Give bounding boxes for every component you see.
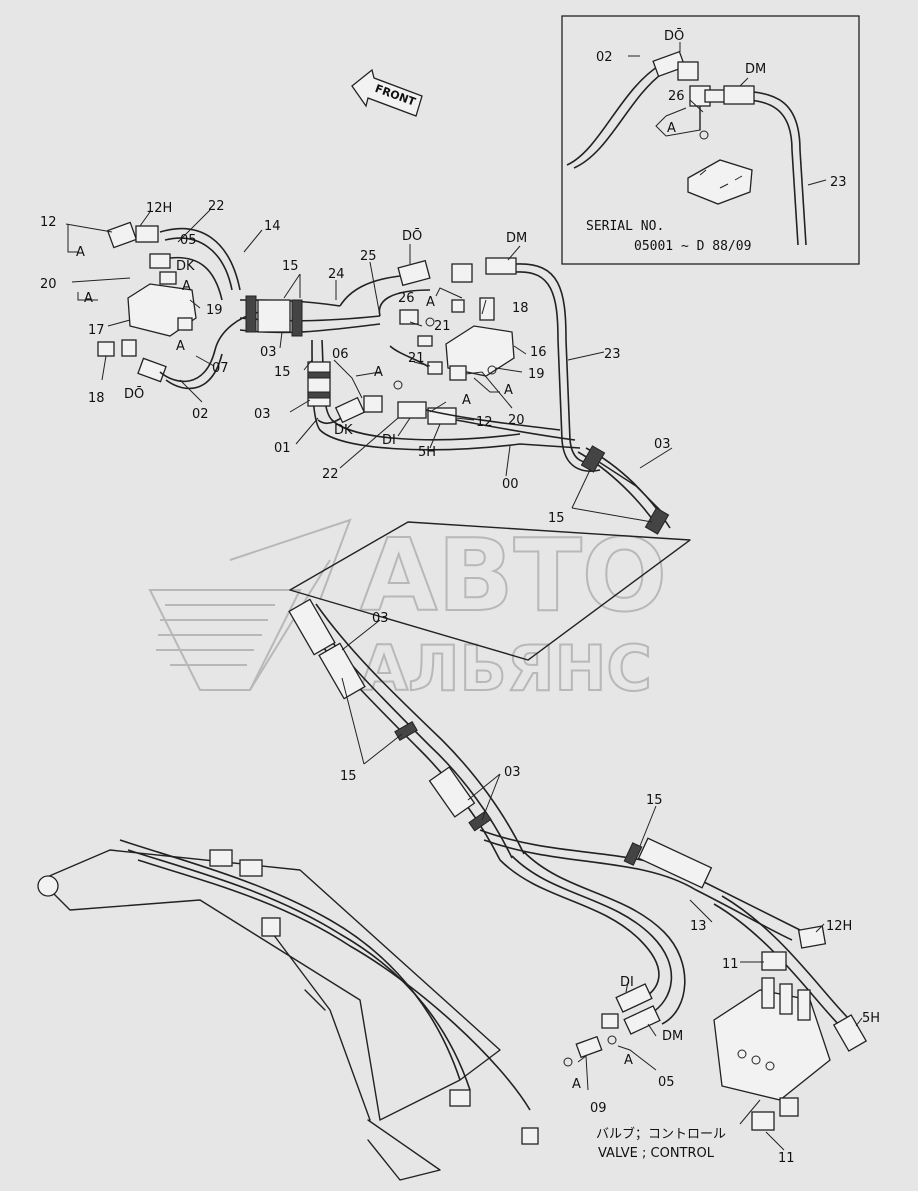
label-19-center: 19 xyxy=(528,367,545,382)
label-dk-upper: DK xyxy=(176,259,195,274)
inset-label-a: A xyxy=(667,121,676,136)
caption-english: VALVE ; CONTROL xyxy=(598,1146,715,1161)
label-15-lower: 15 xyxy=(646,793,663,808)
label-di-upper: DI xyxy=(382,433,396,448)
part-labels: 12 12H 22 14 05 DK A 20 A A 19 17 A 07 1… xyxy=(40,199,880,1166)
label-a-1: A xyxy=(76,245,85,260)
label-a-8: A xyxy=(462,393,471,408)
label-23: 23 xyxy=(604,347,621,362)
label-11-lower: 11 xyxy=(778,1151,795,1166)
label-a-10: A xyxy=(572,1077,581,1092)
label-12-upper: 12 xyxy=(40,215,57,230)
label-dm-lower: DM xyxy=(662,1029,683,1044)
label-21-a: 21 xyxy=(434,319,451,334)
label-14: 14 xyxy=(264,219,281,234)
label-15-upper: 15 xyxy=(282,259,299,274)
label-03-left: 03 xyxy=(254,407,271,422)
label-17: 17 xyxy=(88,323,105,338)
inset-label-02: 02 xyxy=(596,50,613,65)
label-00: 00 xyxy=(502,477,519,492)
label-11-upper: 11 xyxy=(722,957,739,972)
label-12h-lower: 12H xyxy=(826,919,852,934)
label-dk-center: DK xyxy=(334,423,353,438)
label-24: 24 xyxy=(328,267,345,282)
label-18-left: 18 xyxy=(88,391,105,406)
label-01: 01 xyxy=(274,441,291,456)
inset-frame xyxy=(561,15,860,265)
label-5h-lower: 5H xyxy=(862,1011,880,1026)
label-03-right: 03 xyxy=(654,437,671,452)
inset-label-dm: DM xyxy=(745,62,766,77)
label-22-upper: 22 xyxy=(208,199,225,214)
label-15-left: 15 xyxy=(274,365,291,380)
watermark-line2: АЛЬЯНС xyxy=(360,632,652,705)
middle-hoses xyxy=(288,598,868,1067)
upper-assembly xyxy=(97,221,691,661)
label-a-9: A xyxy=(624,1053,633,1068)
label-5h-upper: 5H xyxy=(418,445,436,460)
label-13: 13 xyxy=(690,919,707,934)
label-21-b: 21 xyxy=(408,351,425,366)
watermark-logo: АВТО АЛЬЯНС xyxy=(148,516,668,706)
label-05-upper: 05 xyxy=(180,233,197,248)
serial-inset: DŌ 02 DM 26 A 23 SERIAL NO. 05001 ~ D 88… xyxy=(561,15,860,265)
label-15-right: 15 xyxy=(548,511,565,526)
label-06: 06 xyxy=(332,347,349,362)
label-09: 09 xyxy=(590,1101,607,1116)
label-19-left: 19 xyxy=(206,303,223,318)
label-05-lower: 05 xyxy=(658,1075,675,1090)
label-20-left: 20 xyxy=(40,277,57,292)
label-do-left: DŌ xyxy=(124,387,144,402)
label-a-4: A xyxy=(176,339,185,354)
caption-japanese: バルブ；コントロール xyxy=(596,1126,726,1142)
label-a-7: A xyxy=(504,383,513,398)
label-22-center: 22 xyxy=(322,467,339,482)
label-03-lower: 03 xyxy=(504,765,521,780)
label-a-5: A xyxy=(426,295,435,310)
label-20-center: 20 xyxy=(508,413,525,428)
label-03-upper: 03 xyxy=(260,345,277,360)
label-26: 26 xyxy=(398,291,415,306)
label-12-center: 12 xyxy=(476,415,493,430)
inset-label-23: 23 xyxy=(830,175,847,190)
label-25: 25 xyxy=(360,249,377,264)
inset-label-do: DŌ xyxy=(664,29,684,44)
leader-lines xyxy=(65,209,863,1151)
boom xyxy=(37,839,539,1181)
label-di-lower: DI xyxy=(620,975,634,990)
label-07: 07 xyxy=(212,361,229,376)
label-02: 02 xyxy=(192,407,209,422)
label-03-mid: 03 xyxy=(372,611,389,626)
control-valve xyxy=(713,951,831,1131)
label-12h-upper: 12H xyxy=(146,201,172,216)
label-15-mid: 15 xyxy=(340,769,357,784)
inset-label-26: 26 xyxy=(668,89,685,104)
label-a-2: A xyxy=(182,279,191,294)
label-18-center: 18 xyxy=(512,301,529,316)
front-arrow: FRONT xyxy=(351,68,423,117)
label-16: 16 xyxy=(530,345,547,360)
watermark-line1: АВТО xyxy=(360,517,667,634)
label-dm-center: DM xyxy=(506,231,527,246)
serial-range: 05001 ~ D 88/09 xyxy=(634,239,751,254)
serial-label: SERIAL NO. xyxy=(586,219,664,234)
label-a-6: A xyxy=(374,365,383,380)
watermark-emblem xyxy=(148,518,352,691)
label-a-3: A xyxy=(84,291,93,306)
valve-caption: バルブ；コントロール VALVE ; CONTROL xyxy=(596,1126,726,1161)
label-do-center: DŌ xyxy=(402,229,422,244)
